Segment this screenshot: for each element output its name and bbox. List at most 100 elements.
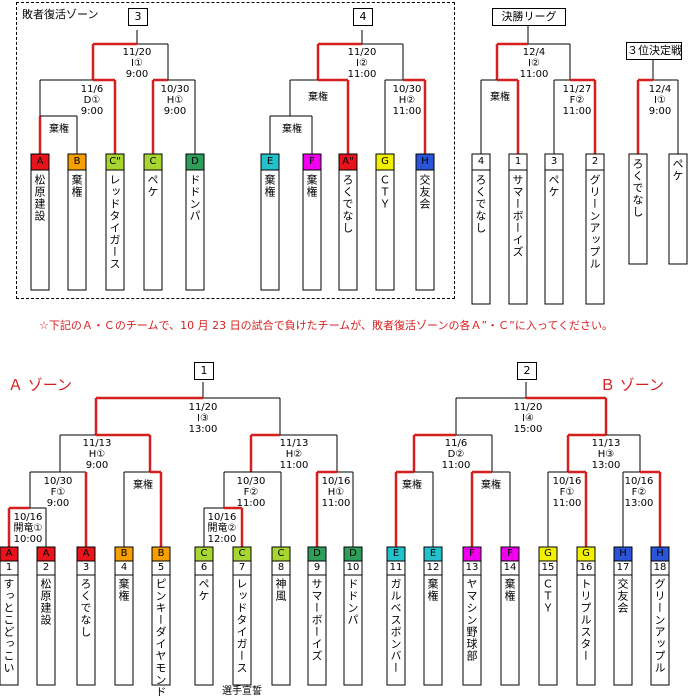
b3-final-label-venue: I①: [131, 58, 143, 69]
zone-b-team-2-code: E: [429, 548, 437, 559]
b3-team-4-code: C: [149, 156, 157, 167]
opening-pledge-label: 選手宣誓: [222, 686, 262, 697]
notice-text: ☆下記のＡ・Ｃのチームで、10 月 23 日の試合で負けたチームが、敗者復活ゾー…: [39, 319, 613, 332]
league-team-1-name: ろくでなし: [474, 174, 487, 234]
zone-b-final-label-time: 15:00: [513, 424, 543, 435]
third-place-match-label-venue: I①: [654, 95, 666, 106]
zone-a-f2-label-date: 10/30: [236, 476, 266, 487]
zone-a-number: 1: [194, 362, 214, 380]
b4-team-1-name: 棄権: [263, 174, 276, 198]
league-right-match-label-date: 11/27: [562, 84, 592, 95]
zone-a-team-9-name-box: [307, 574, 327, 686]
zone-b-team-6-code: G: [582, 548, 590, 559]
b4-final-label-date: 11/20: [347, 47, 377, 58]
b4-team-5-name-box: [415, 169, 435, 291]
zone-a-team-2-name: 松原建設: [39, 578, 52, 626]
zone-a-team-5-name: ピンキーダイヤモンド: [154, 578, 167, 698]
zone-a-team-4-num: 4: [120, 562, 128, 573]
third-team-1-name: ろくでなし: [631, 158, 644, 218]
zone-b-team-4-num: 14: [503, 562, 517, 573]
zone-b-left-semi-label-venue: D②: [447, 449, 465, 460]
zone-b-team-3-code: F: [469, 548, 475, 559]
zone-a-open1-label-time: 10:00: [13, 534, 43, 545]
zone-a-team-8-name: 神風: [274, 578, 287, 602]
zone-a-team-1-name: すっとこどっこい: [2, 578, 15, 674]
zone-a-team-3-num: 3: [82, 562, 90, 573]
zone-b-team-5-num: 15: [541, 562, 555, 573]
zone-a-open2-label-date: 10/16: [207, 512, 237, 523]
zone-b-team-6-name-box: [576, 574, 596, 686]
zone-a-h1-label-date: 10/16: [321, 476, 351, 487]
zone-b-team-8-num: 18: [653, 562, 667, 573]
zone-a-team-8-code: C: [277, 548, 285, 559]
zone-a-open1-label-date: 10/16: [13, 512, 43, 523]
zone-a-left-semi-label-time: 9:00: [85, 460, 109, 471]
league-team-1-num: 4: [477, 156, 485, 167]
zone-a-team-9-name: サマーボーイズ: [310, 578, 323, 662]
zone-b-f1-label-venue: F①: [559, 487, 575, 498]
revival-zone-title: 敗者復活ゾーン: [22, 8, 99, 21]
b3-team-2-code: B: [73, 156, 81, 167]
b4-team-1-code: E: [266, 156, 274, 167]
b4-bye-inner-label: 棄権: [282, 124, 302, 135]
zone-b-team-1-code: E: [392, 548, 400, 559]
zone-a-right-semi-label-time: 11:00: [279, 460, 309, 471]
final-league-title: 決勝リーグ: [492, 8, 566, 26]
b4-final-label-venue: I②: [356, 58, 368, 69]
zone-a-right-semi-label-venue: H②: [285, 449, 303, 460]
third-team-1-name-box: [628, 153, 648, 265]
league-final-label-date: 12/4: [522, 47, 546, 58]
zone-a-right-semi-label-date: 11/13: [279, 438, 309, 449]
b3-team-5-code: D: [191, 156, 199, 167]
third-place-match-label-time: 9:00: [648, 106, 672, 117]
third-team-2-name: ペケ: [671, 158, 684, 182]
zone-a-team-9-num: 9: [313, 562, 321, 573]
zone-a-team-1-name-box: [0, 574, 19, 686]
b4-team-3-name-box: [338, 169, 358, 291]
zone-a-team-6-code: C: [200, 548, 208, 559]
b4-team-4-name: ＣＴＹ: [378, 174, 391, 210]
zone-a-team-4-name-box: [114, 574, 134, 686]
zone-b-right-semi-label-date: 11/13: [591, 438, 621, 449]
zone-b-title: Ｂ ゾーン: [600, 376, 665, 394]
league-final-label-venue: I②: [528, 58, 540, 69]
zone-a-team-5-code: B: [157, 548, 165, 559]
b3-team-1-name: 松原建設: [33, 174, 46, 222]
zone-a-f1-label-time: 9:00: [46, 498, 70, 509]
league-final-label-time: 11:00: [519, 69, 549, 80]
b3-final-label-date: 11/20: [122, 47, 152, 58]
zone-a-h1-label-venue: H①: [327, 487, 345, 498]
league-team-3-name: ペケ: [547, 174, 560, 198]
zone-b-f1-label-time: 11:00: [552, 498, 582, 509]
zone-b-final-label-date: 11/20: [513, 402, 543, 413]
zone-a-team-6-name-box: [194, 574, 214, 686]
zone-a-f2-label-time: 11:00: [236, 498, 266, 509]
revival-zone-frame: [16, 2, 455, 299]
b4-bye-top-label: 棄権: [308, 92, 328, 103]
b3-left-match-label-date: 11/6: [80, 84, 104, 95]
zone-b-team-5-code: G: [544, 548, 552, 559]
zone-a-team-10-num: 10: [346, 562, 360, 573]
league-team-1-name-box: [471, 169, 491, 305]
league-team-3-num: 3: [550, 156, 558, 167]
league-team-2-name-box: [508, 169, 528, 305]
zone-b-team-4-name: 棄権: [503, 578, 516, 602]
zone-b-team-5-name: ＣＴＹ: [541, 578, 554, 614]
zone-a-team-1-num: 1: [5, 562, 13, 573]
bracket-4-number: 4: [353, 8, 373, 26]
b3-final-label-time: 9:00: [125, 69, 149, 80]
zone-b-team-2-num: 12: [426, 562, 440, 573]
b3-team-5-name-box: [185, 169, 205, 291]
b4-team-2-name: 棄権: [305, 174, 318, 198]
b3-left-match-label-time: 9:00: [80, 106, 104, 117]
zone-a-team-7-name-box: [232, 574, 252, 686]
league-team-2-name: サマーボーイズ: [511, 174, 524, 258]
b3-right-match-label-time: 9:00: [163, 106, 187, 117]
b4-team-3-code: A": [342, 156, 354, 167]
zone-a-team-3-name: ろくでなし: [79, 578, 92, 638]
zone-a-left-semi-label-date: 11/13: [82, 438, 112, 449]
zone-a-team-10-name-box: [343, 574, 363, 686]
zone-a-final-label-date: 11/20: [188, 402, 218, 413]
zone-b-team-7-code: H: [619, 548, 627, 559]
zone-a-team-7-num: 7: [238, 562, 246, 573]
